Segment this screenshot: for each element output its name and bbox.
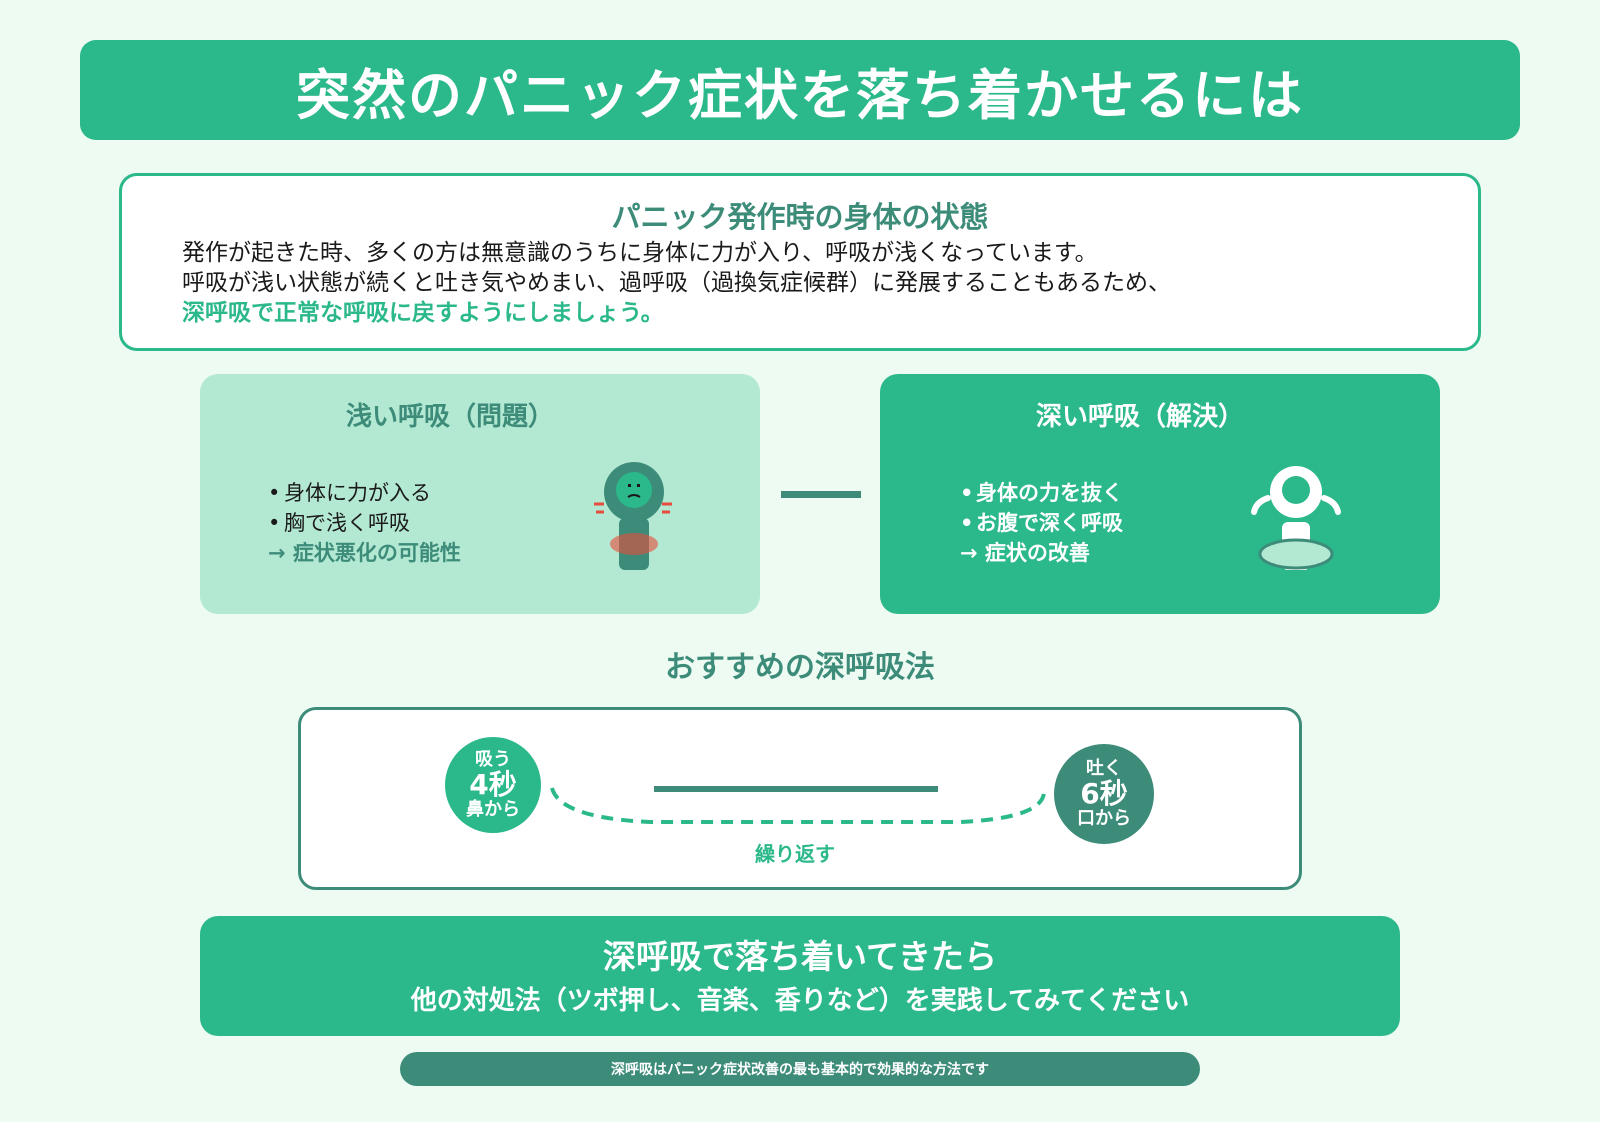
intro-highlight: 深呼吸で正常な呼吸に戻すようにしましょう。	[182, 300, 664, 326]
shallow-panel-title: 浅い呼吸（問題）	[345, 402, 554, 432]
exhale-duration: 6秒	[1080, 777, 1128, 810]
next-steps-body: 他の対処法（ツボ押し、音楽、香りなど）を実践してみてください	[410, 986, 1190, 1016]
inhale-duration: 4秒	[469, 768, 517, 801]
intro-box: パニック発作時の身体の状態 発作が起きた時、多くの方は無意識のうちに身体に力が入…	[119, 173, 1481, 351]
exhale-action: 吐く	[1086, 758, 1122, 779]
shallow-item: •身体に力が入る	[268, 481, 431, 505]
intro-line-2: 呼吸が浅い状態が続くと吐き気やめまい、過呼吸（過換気症候群）に発展することもある…	[182, 270, 1171, 296]
shallow-list: •身体に力が入る •胸で浅く呼吸 → 症状悪化の可能性	[268, 478, 461, 568]
relaxed-person-icon	[1251, 466, 1341, 570]
comparison-connector	[781, 491, 861, 498]
title-banner: 突然のパニック症状を落ち着かせるには	[80, 40, 1520, 140]
method-heading: おすすめの深呼吸法	[665, 650, 935, 685]
exhale-via: 口から	[1077, 808, 1131, 829]
intro-body: 発作が起きた時、多くの方は無意識のうちに身体に力が入り、呼吸が浅くなっています。…	[182, 238, 1438, 328]
footer-note: 深呼吸はパニック症状改善の最も基本的で効果的な方法です	[400, 1052, 1200, 1086]
deep-conclusion: → 症状の改善	[960, 541, 1090, 565]
exhale-step: 吐く 6秒 口から	[1054, 744, 1154, 844]
deep-breathing-panel: 深い呼吸（解決） •身体の力を抜く •お腹で深く呼吸 → 症状の改善	[880, 374, 1440, 614]
repeat-label: 繰り返す	[755, 842, 835, 866]
shallow-item: •胸で浅く呼吸	[268, 511, 410, 535]
shallow-conclusion: → 症状悪化の可能性	[268, 541, 461, 565]
shallow-breathing-panel: 浅い呼吸（問題） •身体に力が入る •胸で浅く呼吸 → 症状悪化の可能性	[200, 374, 760, 614]
deep-panel-title: 深い呼吸（解決）	[1035, 402, 1244, 432]
deep-item: •お腹で深く呼吸	[960, 511, 1123, 535]
deep-item: •身体の力を抜く	[960, 481, 1123, 505]
inhale-step: 吸う 4秒 鼻から	[445, 737, 541, 833]
intro-line-1: 発作が起きた時、多くの方は無意識のうちに身体に力が入り、呼吸が浅くなっています。	[182, 240, 1098, 266]
inhale-via: 鼻から	[466, 799, 520, 820]
intro-heading: パニック発作時の身体の状態	[611, 200, 989, 234]
breath-flow-line	[654, 786, 938, 792]
deep-list: •身体の力を抜く •お腹で深く呼吸 → 症状の改善	[960, 478, 1123, 568]
inhale-action: 吸う	[475, 749, 511, 770]
next-steps-box: 深呼吸で落ち着いてきたら 他の対処法（ツボ押し、音楽、香りなど）を実践してみてく…	[200, 916, 1400, 1036]
page-title: 突然のパニック症状を落ち着かせるには	[296, 63, 1304, 127]
next-steps-title: 深呼吸で落ち着いてきたら	[602, 937, 998, 976]
tense-person-icon	[594, 462, 672, 570]
